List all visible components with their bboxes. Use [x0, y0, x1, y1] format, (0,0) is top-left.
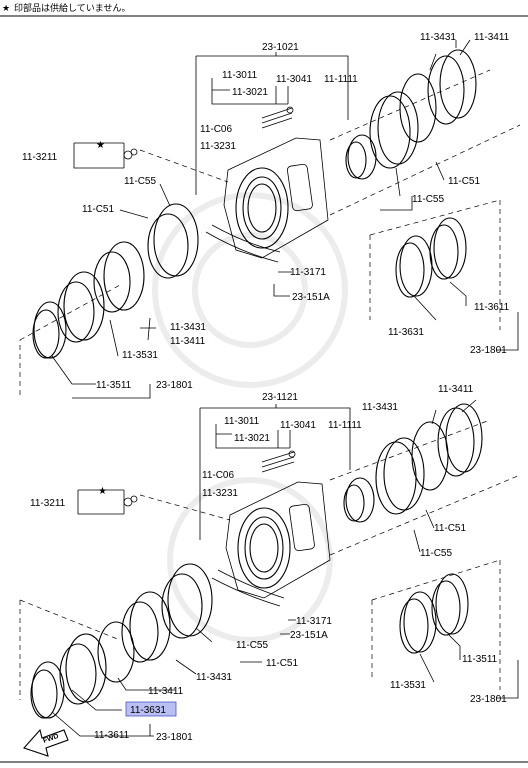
star-marker-lower: ★ [98, 486, 107, 497]
label-11-3511-lower[interactable]: 11-3511 [462, 654, 498, 665]
star-note: 印部品は供給していません。 [14, 2, 130, 14]
label-11-3041-lower[interactable]: 11-3041 [280, 420, 316, 431]
label-11-3411-lower-left[interactable]: 11-3411 [148, 686, 184, 697]
label-11-3611-upper[interactable]: 11-3611 [474, 302, 510, 313]
label-23-151A-lower[interactable]: 23-151A [290, 630, 328, 641]
label-11-3431-lower-left[interactable]: 11-3431 [196, 672, 232, 683]
label-11-3231-lower[interactable]: 11-3231 [202, 488, 238, 499]
label-11-C51-upper-left[interactable]: 11-C51 [82, 204, 114, 215]
label-11-1111-upper[interactable]: 11-1111 [324, 74, 358, 85]
label-23-151A-upper[interactable]: 23-151A [292, 292, 330, 303]
label-11-C55-lower-left[interactable]: 11-C55 [236, 640, 268, 651]
label-11-3431-upper-right[interactable]: 11-3431 [420, 32, 456, 43]
label-23-1801-upper-right[interactable]: 23-1801 [470, 345, 507, 356]
label-11-C55-upper-right[interactable]: 11-C55 [412, 194, 444, 205]
star-marker-upper: ★ [96, 140, 105, 151]
label-11-3171-upper[interactable]: 11-3171 [290, 267, 326, 278]
label-11-1111-lower[interactable]: 11-1111 [328, 420, 362, 431]
label-11-3211-upper[interactable]: 11-3211 [22, 152, 58, 163]
label-11-3531-lower[interactable]: 11-3531 [390, 680, 426, 691]
label-11-C51-upper-right[interactable]: 11-C51 [448, 176, 480, 187]
upper-assembly [19, 39, 521, 399]
label-11-3631-lower[interactable]: 11-3631 [130, 705, 166, 716]
label-11-3431-lower-top[interactable]: 11-3431 [362, 402, 398, 413]
label-23-1801-upper-left[interactable]: 23-1801 [156, 380, 193, 391]
label-11-3011-lower[interactable]: 11-3011 [224, 416, 260, 427]
label-11-3011-upper[interactable]: 11-3011 [222, 70, 258, 81]
lower-labels: 23-1121 11-3011 11-3041 11-3021 11-1111 … [30, 384, 507, 743]
label-11-3411-lower-top[interactable]: 11-3411 [438, 384, 474, 395]
fwd-arrow-icon: FWD [23, 728, 69, 757]
label-11-C55-lower-right[interactable]: 11-C55 [420, 548, 452, 559]
star-icon: ★ [2, 4, 10, 14]
highlight-11-3631 [125, 701, 177, 717]
label-23-1021[interactable]: 23-1021 [262, 42, 299, 53]
lower-assembly [19, 399, 521, 737]
label-11-3041-upper[interactable]: 11-3041 [276, 74, 312, 85]
label-11-C06-lower[interactable]: 11-C06 [202, 470, 234, 481]
label-11-3171-lower[interactable]: 11-3171 [296, 616, 332, 627]
label-11-3231-upper[interactable]: 11-3231 [200, 141, 236, 152]
label-11-3021-lower[interactable]: 11-3021 [234, 433, 270, 444]
label-11-3411-upper-left[interactable]: 11-3411 [170, 336, 206, 347]
label-11-C06-upper[interactable]: 11-C06 [200, 124, 232, 135]
label-11-3531-upper[interactable]: 11-3531 [122, 350, 158, 361]
label-11-3611-lower[interactable]: 11-3611 [94, 730, 130, 741]
label-11-3511-upper[interactable]: 11-3511 [96, 380, 132, 391]
label-11-C51-lower-left[interactable]: 11-C51 [266, 658, 298, 669]
label-23-1801-lower-right[interactable]: 23-1801 [470, 694, 507, 705]
label-23-1801-lower-left[interactable]: 23-1801 [156, 732, 193, 743]
label-23-1121[interactable]: 23-1121 [262, 392, 298, 403]
label-11-C55-upper-left[interactable]: 11-C55 [124, 176, 156, 187]
label-11-C51-lower-right[interactable]: 11-C51 [434, 523, 466, 534]
label-11-3411-upper-right[interactable]: 11-3411 [474, 32, 510, 43]
label-11-3631-upper[interactable]: 11-3631 [388, 327, 424, 338]
label-11-3431-upper-left[interactable]: 11-3431 [170, 322, 206, 333]
upper-labels: 23-1021 11-3011 11-3041 11-3021 11-1111 … [22, 32, 510, 391]
label-11-3021-upper[interactable]: 11-3021 [232, 87, 268, 98]
label-11-3211-lower[interactable]: 11-3211 [30, 498, 66, 509]
